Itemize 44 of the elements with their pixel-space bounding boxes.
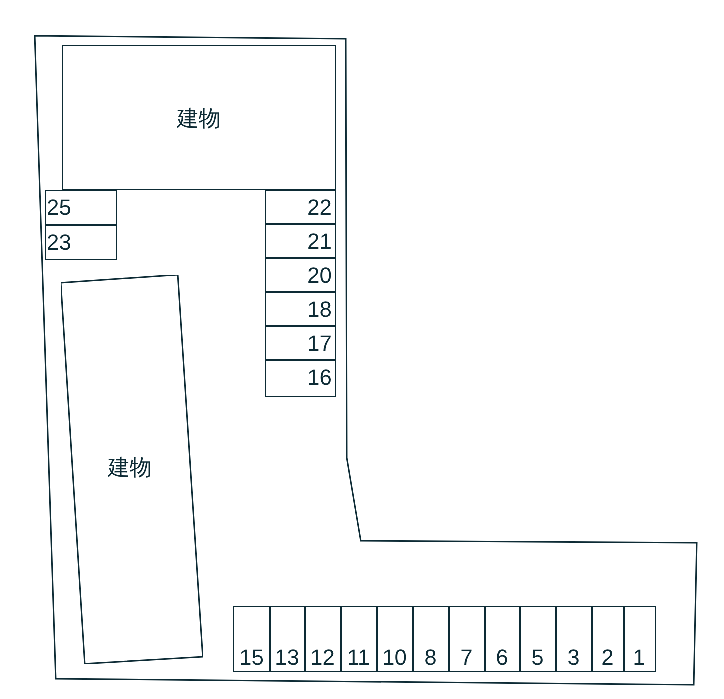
parking-space: [265, 292, 336, 326]
parking-space: [265, 360, 336, 397]
building: [62, 45, 336, 190]
building-label: 建物: [177, 105, 221, 133]
space-number: 1: [632, 645, 646, 671]
space-number: 2: [600, 645, 615, 671]
space-number: 20: [308, 263, 332, 289]
parking-space: [555, 606, 592, 672]
parking-space: [376, 606, 414, 672]
space-number: 23: [47, 230, 72, 256]
building: [61, 275, 203, 664]
parking-space: [233, 606, 270, 672]
space-number: 3: [566, 645, 581, 671]
parking-space: [269, 606, 306, 672]
space-number: 18: [308, 297, 332, 323]
space-number: 11: [346, 645, 372, 671]
parking-space: [519, 606, 556, 672]
space-number: 17: [308, 331, 332, 357]
space-number: 8: [424, 645, 438, 671]
parking-space: [265, 258, 336, 292]
building-label: 建物: [108, 454, 152, 482]
parking-space: [484, 606, 520, 672]
parking-space: [591, 606, 624, 672]
space-number: 25: [47, 195, 72, 221]
space-number: 21: [308, 229, 332, 255]
parking-space: [448, 606, 486, 672]
space-number: 13: [274, 645, 300, 671]
space-number: 22: [308, 195, 332, 221]
space-number: 16: [308, 365, 332, 391]
parking-space: [45, 225, 117, 260]
parking-space: [265, 326, 336, 360]
parking-space: [412, 606, 450, 672]
parking-space: [45, 190, 117, 225]
parking-space: [304, 606, 342, 672]
parking-space: [623, 606, 656, 672]
parking-space: [265, 224, 336, 258]
parking-space: [340, 606, 378, 672]
space-number: 6: [495, 645, 510, 671]
space-number: 12: [310, 645, 336, 671]
space-number: 15: [238, 645, 265, 671]
space-number: 7: [460, 645, 474, 671]
space-number: 10: [382, 645, 408, 671]
space-number: 5: [530, 645, 545, 671]
parking-space: [265, 190, 336, 224]
